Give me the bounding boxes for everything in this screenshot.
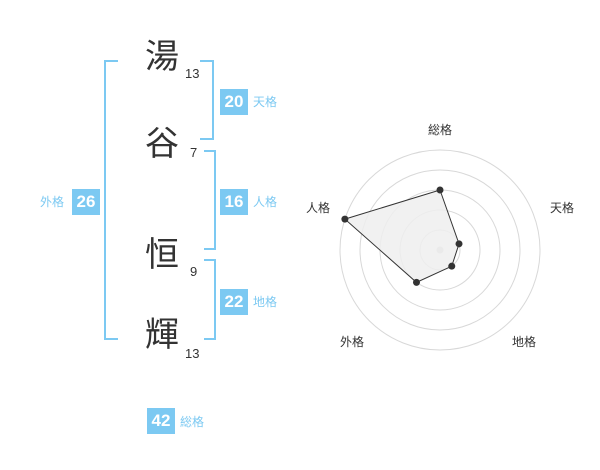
tenkaku-value: 20 (220, 89, 248, 115)
jinkaku-value: 16 (220, 189, 248, 215)
soukaku-label: 総格 (180, 415, 205, 429)
radar-ring (339, 149, 541, 351)
stroke-count-4: 13 (185, 346, 200, 361)
chikaku-value: 22 (220, 289, 248, 315)
stroke-count-3: 9 (190, 264, 198, 279)
radar-point-2 (448, 262, 456, 270)
radar-axis-label-chikaku: 地格 (512, 334, 536, 349)
gaikaku-value: 26 (72, 189, 100, 215)
radar-axis-label-gaikaku: 外格 (340, 334, 364, 349)
jinkaku-label: 人格 (253, 195, 278, 209)
radar-point-0 (436, 186, 444, 194)
tenkaku-bracket (200, 60, 214, 140)
radar-axis-label-tenkaku: 天格 (550, 200, 574, 215)
radar-polygon (343, 189, 460, 283)
name-char-1: 湯 (145, 37, 179, 77)
radar-point-3 (412, 278, 420, 286)
chikaku-bracket (204, 259, 216, 340)
jinkaku-bracket (204, 150, 216, 250)
radar-points (341, 186, 463, 286)
gaikaku-label: 外格 (40, 195, 65, 209)
radar-ring (359, 169, 521, 331)
stroke-count-2: 7 (190, 145, 198, 160)
name-char-4: 輝 (145, 315, 179, 355)
gaikaku-bracket (104, 60, 118, 340)
name-char-3: 恒 (145, 235, 179, 275)
soukaku-value: 42 (147, 408, 175, 434)
radar-point-4 (341, 215, 349, 223)
radar-axis-label-jinkaku: 人格 (306, 200, 330, 215)
tenkaku-label: 天格 (253, 95, 278, 109)
radar-point-1 (455, 240, 463, 248)
stroke-count-1: 13 (185, 66, 200, 81)
chikaku-label: 地格 (253, 295, 278, 309)
radar-axis-label-soukaku: 総格 (428, 122, 452, 137)
name-char-2: 谷 (145, 124, 179, 164)
